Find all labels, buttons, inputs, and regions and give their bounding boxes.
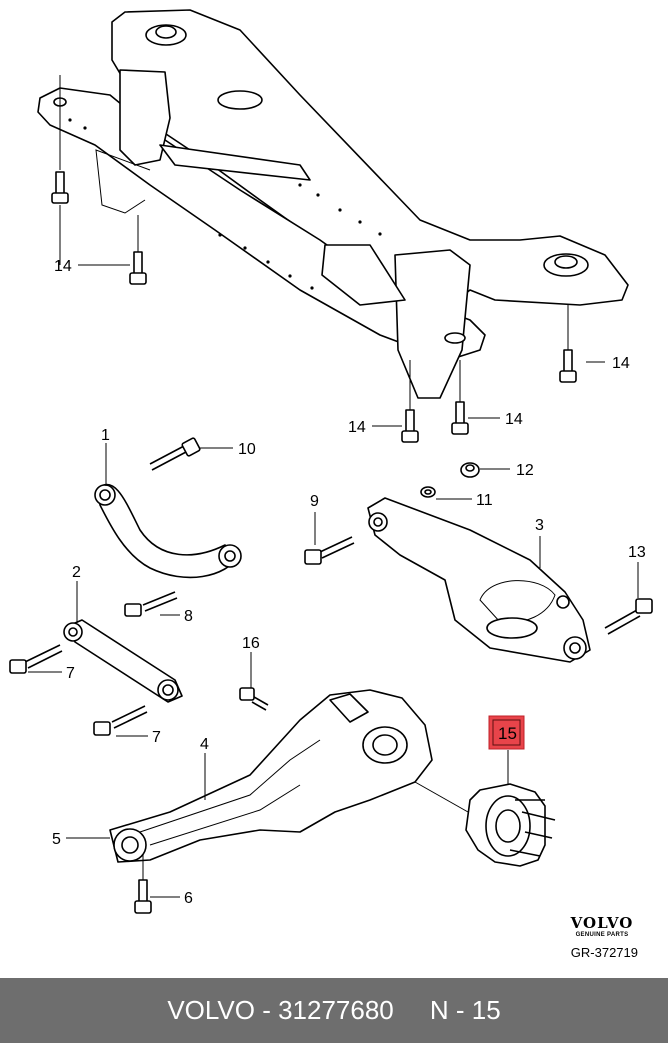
- bolt-10: [149, 437, 201, 471]
- rear-subframe: [37, 9, 629, 399]
- callout-1: 1: [101, 427, 110, 444]
- callout-2: 2: [72, 564, 81, 581]
- callout-labels: 14 14 14 14 1 10 12 11 9 3 13 2 8 16 7 7…: [52, 258, 646, 907]
- callout-10: 10: [238, 441, 256, 458]
- footer-text: VOLVO - 31277680 N - 15: [167, 995, 501, 1025]
- bolt-8: [124, 591, 178, 617]
- callout-9: 9: [310, 493, 319, 510]
- callout-14-bottom-left: 14: [348, 419, 366, 436]
- brand-subtitle: GENUINE PARTS: [575, 932, 629, 938]
- bolt-14-bottom-b: [451, 360, 469, 435]
- bolt-14-bottom-a: [401, 360, 419, 443]
- leader-lines: [28, 264, 639, 898]
- lower-link: [63, 619, 183, 703]
- callout-3: 3: [535, 517, 544, 534]
- bolt-6: [134, 855, 152, 914]
- callout-4: 4: [200, 736, 209, 753]
- callout-13: 13: [628, 544, 646, 561]
- part-number-footer: VOLVO - 31277680 N - 15: [0, 978, 668, 1043]
- volvo-logo: VOLVO GENUINE PARTS: [562, 916, 642, 940]
- figure-code: GR-372719: [570, 945, 638, 960]
- callout-14-left: 14: [54, 258, 72, 275]
- callout-16: 16: [242, 635, 260, 652]
- washer-11: [420, 486, 436, 498]
- bolt-14-center: [129, 215, 147, 285]
- callout-14-bottom-right: 14: [505, 411, 523, 428]
- callout-14-right: 14: [612, 355, 630, 372]
- bolt-9: [304, 536, 355, 565]
- callout-15-highlight: 15: [488, 715, 525, 750]
- wheel-hub-bearing: [414, 781, 556, 867]
- bolt-13: [604, 598, 653, 635]
- callout-7-lower: 7: [152, 729, 161, 746]
- callout-6: 6: [184, 890, 193, 907]
- bolt-7-a: [9, 644, 63, 674]
- callout-7-upper: 7: [66, 665, 75, 682]
- callout-15: 15: [498, 724, 517, 743]
- callout-12: 12: [516, 462, 534, 479]
- bolt-16: [239, 687, 269, 711]
- bolt-14-right: [559, 305, 577, 383]
- callout-11: 11: [476, 492, 493, 509]
- brand-logo-text: VOLVO: [570, 914, 634, 932]
- nut-12: [460, 462, 480, 478]
- trailing-arm-knuckle: [109, 689, 433, 863]
- exploded-parts-diagram: 14 14 14 14 1 10 12 11 9 3 13 2 8 16 7 7…: [9, 9, 653, 914]
- bolt-14-left: [51, 75, 69, 265]
- callout-5: 5: [52, 831, 61, 848]
- bolt-7-b: [93, 705, 148, 736]
- callout-8: 8: [184, 608, 193, 625]
- upper-control-arm: [94, 483, 242, 579]
- lower-control-arm: [367, 497, 591, 663]
